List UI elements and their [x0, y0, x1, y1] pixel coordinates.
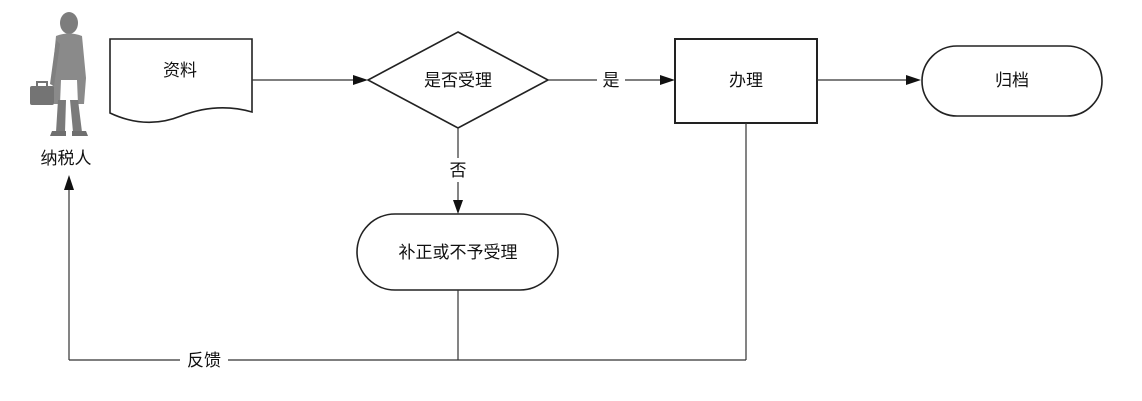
decision-label: 是否受理	[424, 71, 492, 91]
reject-node: 补正或不予受理	[356, 213, 559, 291]
actor-label: 纳税人	[41, 149, 92, 169]
no-label: 否	[450, 161, 467, 181]
edge-no: 否	[446, 128, 470, 214]
feedback-label: 反馈	[187, 351, 221, 371]
edge-yes: 是	[548, 69, 675, 91]
materials-node: 资料	[109, 38, 253, 124]
yes-label: 是	[603, 71, 620, 91]
edge-materials-decision	[252, 75, 368, 85]
person-icon	[30, 12, 88, 136]
materials-label: 资料	[163, 61, 197, 81]
edge-feedback: 反馈	[64, 123, 747, 371]
edge-process-archive	[817, 75, 921, 85]
archive-node: 归档	[921, 45, 1103, 117]
reject-label: 补正或不予受理	[399, 243, 518, 263]
process-node: 办理	[674, 38, 818, 124]
archive-label: 归档	[995, 71, 1029, 91]
decision-node: 是否受理	[366, 31, 550, 129]
process-label: 办理	[729, 71, 763, 91]
